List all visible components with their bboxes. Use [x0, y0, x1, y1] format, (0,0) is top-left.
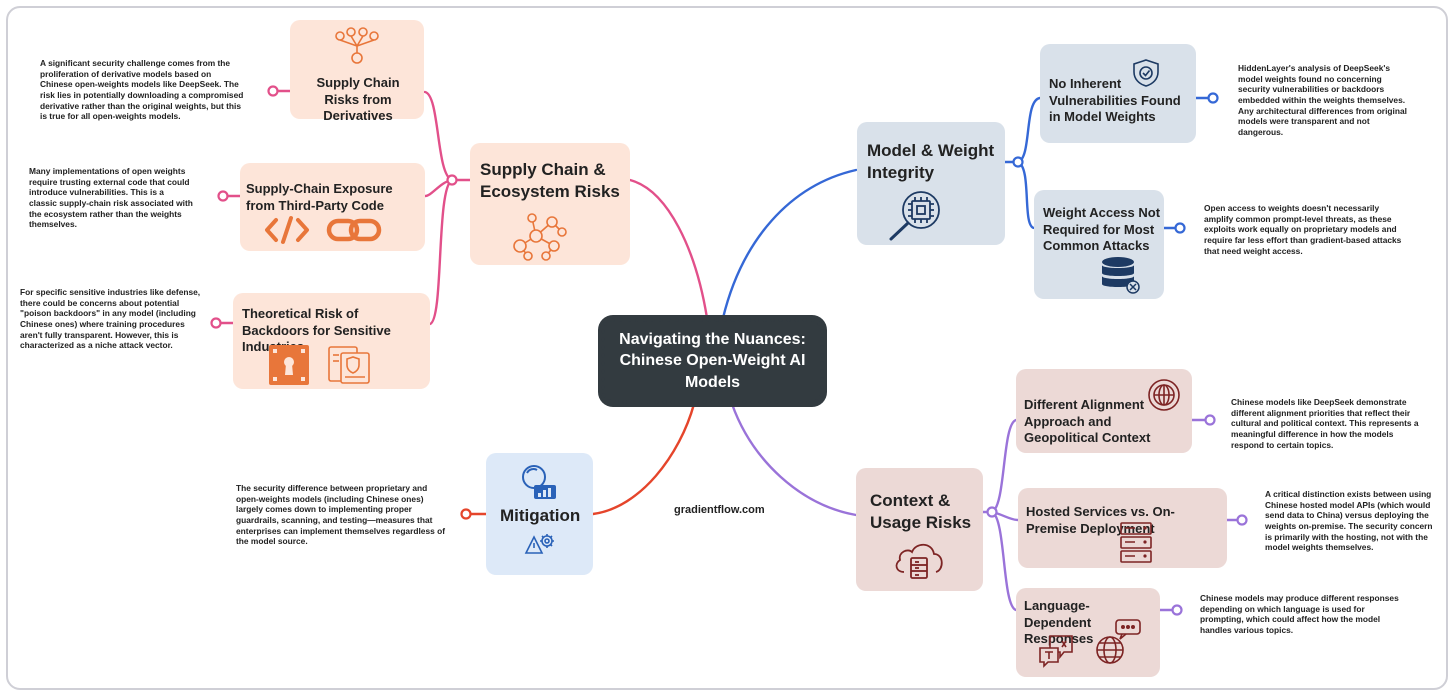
description-text: Chinese models like DeepSeek demonstrate…: [1231, 397, 1419, 450]
edge-center-supply: [628, 178, 709, 320]
globe-chat-icon: [1096, 619, 1141, 664]
topic-mitigation[interactable]: Mitigation: [486, 453, 593, 575]
node-dot: [1207, 92, 1219, 104]
subtopic-title: Supply-Chain Exposure from Third-Party C…: [246, 181, 393, 213]
edge-center-mitigation: [591, 402, 696, 516]
node-dot: [986, 506, 998, 518]
shield-check-icon: [1133, 59, 1159, 87]
edge-supply-child1: [423, 90, 454, 182]
cloud-server-icon: [895, 543, 943, 579]
description-text: Many implementations of open weights req…: [29, 166, 193, 230]
subtopic-no-vulnerabilities[interactable]: No Inherent Vulnerabilities Found in Mod…: [1040, 44, 1196, 143]
subtopic-title: Different Alignment Approach and Geopoli…: [1024, 397, 1151, 446]
diagram-frame: [6, 6, 1448, 690]
translate-chat-icon: [1039, 635, 1073, 668]
chain-link-icon: [326, 218, 382, 242]
search-chart-icon: [522, 465, 556, 499]
subtopic-backdoor-risk[interactable]: Theoretical Risk of Backdoors for Sensit…: [233, 293, 430, 389]
subtopic-weight-access[interactable]: Weight Access Not Required for Most Comm…: [1034, 190, 1164, 299]
description-text: The security difference between propriet…: [236, 483, 445, 547]
watermark: gradientflow.com: [674, 504, 765, 516]
subtopic-hosted-services[interactable]: Hosted Services vs. On-Premise Deploymen…: [1018, 488, 1227, 568]
edge-center-integrity: [721, 168, 858, 320]
topic-title: Context & Usage Risks: [870, 491, 972, 532]
central-topic-title: Navigating the Nuances: Chinese Open-Wei…: [619, 331, 806, 391]
node-dot: [210, 317, 222, 329]
description-text: Open access to weights doesn't necessari…: [1204, 203, 1402, 256]
safe-lock-icon: [269, 345, 309, 385]
topic-model-integrity[interactable]: Model & Weight Integrity: [857, 122, 1005, 245]
edge-integrity-child1: [1016, 96, 1042, 164]
node-dot: [217, 190, 229, 202]
subtopic-title: Supply Chain Risks from Derivatives: [316, 75, 400, 124]
subtopic-title: Weight Access Not Required for Most Comm…: [1043, 205, 1161, 254]
node-dot: [267, 85, 279, 97]
subtopic-title: Hosted Services vs. On-Premise Deploymen…: [1026, 504, 1175, 536]
chip-magnifier-icon: [889, 191, 940, 241]
edge-context-child3: [990, 510, 1018, 612]
subtopic-language-responses[interactable]: Language-Dependent Responses: [1016, 588, 1160, 677]
edge-center-context: [730, 402, 858, 517]
node-dot: [460, 508, 472, 520]
description-text: For specific sensitive industries like d…: [20, 287, 201, 351]
shield-document-icon: [328, 346, 370, 384]
description-text: HiddenLayer's analysis of DeepSeek's mod…: [1238, 63, 1407, 138]
globe-icon: [1148, 379, 1180, 411]
warning-gear-icon: [524, 534, 554, 554]
node-dot: [1171, 604, 1183, 616]
server-rack-icon: [1120, 522, 1152, 563]
node-dot: [1204, 414, 1216, 426]
topic-supply-chain[interactable]: Supply Chain & Ecosystem Risks: [470, 143, 630, 265]
node-dot: [1236, 514, 1248, 526]
topic-title: Mitigation: [500, 506, 581, 525]
subtopic-title: Language-Dependent Responses: [1024, 598, 1094, 647]
description-text: A significant security challenge comes f…: [40, 58, 244, 122]
subtopic-alignment[interactable]: Different Alignment Approach and Geopoli…: [1016, 369, 1192, 453]
database-icon: [1102, 257, 1140, 294]
description-text: A critical distinction exists between us…: [1265, 489, 1433, 553]
description-text: Chinese models may produce different res…: [1200, 593, 1399, 636]
edge-supply-child3: [428, 178, 454, 326]
code-brackets-icon: [265, 216, 309, 244]
central-topic[interactable]: Navigating the Nuances: Chinese Open-Wei…: [601, 318, 824, 404]
node-dot: [1174, 222, 1186, 234]
node-dot: [446, 174, 458, 186]
topic-context-usage[interactable]: Context & Usage Risks: [856, 468, 983, 591]
subtopic-title: No Inherent Vulnerabilities Found in Mod…: [1049, 76, 1181, 125]
edge-integrity-child2: [1016, 160, 1036, 230]
topic-title: Model & Weight Integrity: [867, 141, 995, 182]
edge-context-child1: [990, 418, 1018, 514]
topic-title: Supply Chain & Ecosystem Risks: [480, 160, 620, 201]
branching-nodes-icon: [335, 27, 379, 64]
node-dot: [1012, 156, 1024, 168]
network-molecule-icon: [513, 213, 567, 261]
subtopic-third-party-code[interactable]: Supply-Chain Exposure from Third-Party C…: [240, 163, 425, 251]
subtopic-supply-derivatives[interactable]: Supply Chain Risks from Derivatives: [290, 20, 424, 123]
